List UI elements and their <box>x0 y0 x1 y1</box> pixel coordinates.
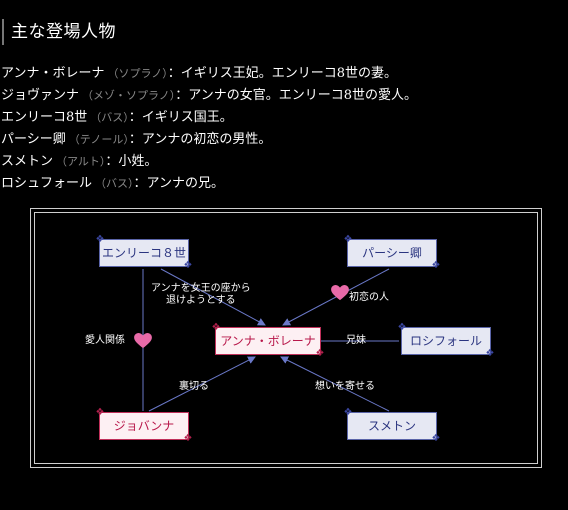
relation-label-enrico-anna: アンナを女王の座から 退けようとする <box>151 283 251 307</box>
relation-label-smeton-anna: 想いを寄せる <box>315 381 375 392</box>
cast-voice: （メゾ・ソプラノ） <box>82 89 176 102</box>
relationship-diagram: ❖ エンリーコ８世 ❖ ❖ パーシー卿 ❖ ❖ アンナ・ボレーナ ❖ ❖ ロシフ… <box>30 208 542 468</box>
cast-name: アンナ・ボレーナ <box>1 66 105 81</box>
cast-desc: ：イギリス国王。 <box>128 110 233 125</box>
node-label: エンリーコ８世 <box>101 246 186 260</box>
ornament-icon: ❖ <box>183 433 193 444</box>
cast-name: パーシー卿 <box>1 132 66 147</box>
line-percy-anna <box>282 268 390 326</box>
ornament-icon: ❖ <box>315 348 325 359</box>
cast-name: スメトン <box>1 154 54 169</box>
ornament-icon: ❖ <box>211 322 221 333</box>
diagram-inner-border <box>34 212 538 464</box>
cast-item: ジョヴァンナ（メゾ・ソプラノ）：アンナの女官。エンリーコ8世の愛人。 <box>1 85 417 107</box>
node-anna: ❖ アンナ・ボレーナ ❖ <box>212 323 325 359</box>
ornament-icon: ❖ <box>183 260 193 271</box>
line-smeton-anna <box>280 356 390 412</box>
node-smeton: ❖ スメトン ❖ <box>344 408 441 444</box>
relation-label-percy-anna: 初恋の人 <box>349 292 389 303</box>
relation-label-line: アンナを女王の座から <box>151 283 251 294</box>
section-heading: 主な登場人物 <box>2 19 116 45</box>
ornament-icon: ❖ <box>95 234 105 245</box>
heart-icon <box>134 333 152 349</box>
relation-label-anna-rochefort: 兄妹 <box>346 335 366 346</box>
ornament-icon: ❖ <box>95 407 105 418</box>
cast-name: エンリーコ8世 <box>1 110 88 125</box>
relation-label-line: 退けようとする <box>165 295 236 306</box>
cast-voice: （バス） <box>95 177 134 190</box>
cast-item: エンリーコ8世（バス）：イギリス国王。 <box>1 107 417 129</box>
cast-desc: ：アンナの初恋の男性。 <box>128 132 272 147</box>
cast-item: パーシー卿（テノール）：アンナの初恋の男性。 <box>1 129 417 151</box>
cast-item: ロシュフォール（バス）：アンナの兄。 <box>1 173 417 195</box>
node-percy: ❖ パーシー卿 ❖ <box>344 235 441 271</box>
cast-list: アンナ・ボレーナ（ソプラノ）：イギリス王妃。エンリーコ8世の妻。 ジョヴァンナ（… <box>1 63 417 195</box>
node-label: ジョバンナ <box>113 419 175 433</box>
cast-voice: （バス） <box>90 111 129 124</box>
line-enrico-anna <box>160 268 266 326</box>
relation-lines <box>142 268 399 412</box>
ornament-icon: ❖ <box>431 433 441 444</box>
cast-voice: （ソプラノ） <box>107 67 168 80</box>
ornament-icon: ❖ <box>431 260 441 271</box>
node-rochefort: ❖ ロシフォール ❖ <box>398 323 495 359</box>
ornament-icon: ❖ <box>485 348 495 359</box>
heart-icon <box>331 285 349 301</box>
cast-desc: ：アンナの兄。 <box>133 176 224 191</box>
cast-desc: ：イギリス王妃。エンリーコ8世の妻。 <box>167 66 398 81</box>
ornament-icon: ❖ <box>397 322 407 333</box>
cast-voice: （アルト） <box>56 155 106 168</box>
cast-name: ジョヴァンナ <box>1 88 80 103</box>
line-giovanna-anna <box>148 356 256 412</box>
node-label: アンナ・ボレーナ <box>220 334 316 348</box>
cast-name: ロシュフォール <box>1 176 93 191</box>
cast-voice: （テノール） <box>68 133 129 146</box>
cast-item: スメトン（アルト）：小姓。 <box>1 151 417 173</box>
cast-item: アンナ・ボレーナ（ソプラノ）：イギリス王妃。エンリーコ8世の妻。 <box>1 63 417 85</box>
ornament-icon: ❖ <box>343 407 353 418</box>
node-enrico: ❖ エンリーコ８世 ❖ <box>96 235 193 271</box>
node-label: パーシー卿 <box>362 246 422 260</box>
node-label: ロシフォール <box>409 334 482 348</box>
cast-desc: ：アンナの女官。エンリーコ8世の愛人。 <box>175 88 418 103</box>
ornament-icon: ❖ <box>343 234 353 245</box>
node-label: スメトン <box>367 419 416 433</box>
relation-label-enrico-giovanna: 愛人関係 <box>85 335 125 346</box>
relation-label-giovanna-anna: 裏切る <box>179 381 209 392</box>
cast-desc: ：小姓。 <box>105 154 158 169</box>
node-giovanna: ❖ ジョバンナ ❖ <box>96 408 193 444</box>
